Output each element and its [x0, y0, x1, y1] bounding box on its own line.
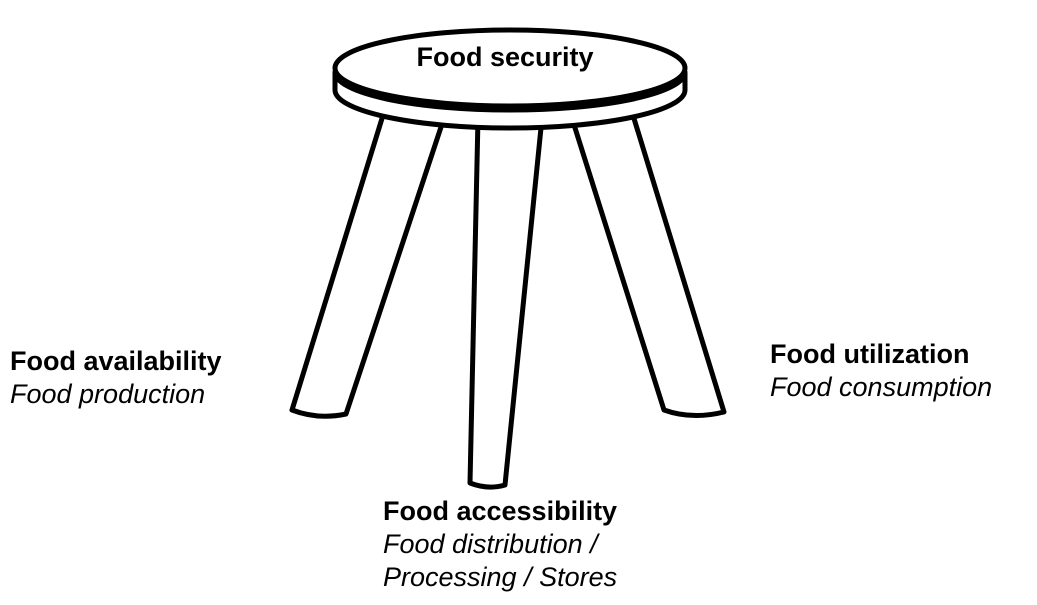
- seat-label-food-security: Food security: [416, 42, 594, 72]
- leg-subtitle-center-line2: Processing / Stores: [383, 561, 618, 592]
- stool-leg-center: [467, 115, 545, 490]
- leg-title-left: Food availability: [10, 346, 222, 376]
- stool-seat-top: [332, 27, 688, 109]
- leg-title-right: Food utilization: [770, 339, 970, 369]
- leg-subtitle-right: Food consumption: [770, 371, 993, 402]
- leg-label-food-utilization: Food utilization Food consumption: [770, 338, 992, 404]
- stool-seat-rim: [332, 69, 688, 131]
- stool-leg-left: [289, 109, 449, 419]
- stool-leg-right: [567, 109, 727, 418]
- leg-label-food-accessibility: Food accessibility Food distribution / P…: [383, 495, 617, 594]
- leg-title-center: Food accessibility: [383, 496, 618, 526]
- leg-label-food-availability: Food availability Food production: [10, 345, 222, 411]
- leg-subtitle-center-line1: Food distribution /: [383, 528, 598, 559]
- leg-subtitle-left: Food production: [10, 378, 206, 409]
